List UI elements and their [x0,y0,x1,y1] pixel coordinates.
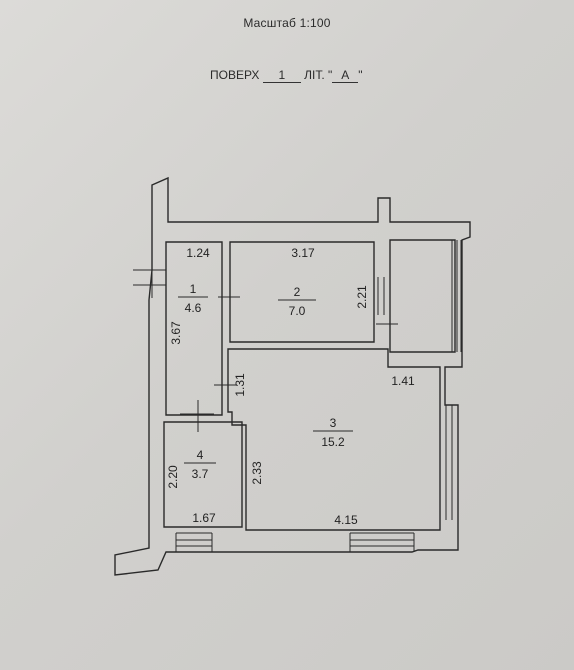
room-2-area: 7.0 [289,304,306,318]
room-4-number: 4 [197,448,204,462]
room-1-number: 1 [190,282,197,296]
room-4-area: 3.7 [192,467,209,481]
dimension-1-67: 1.67 [192,511,216,525]
room-3-walls [227,348,441,531]
floor-label: ПОВЕРХ [210,68,260,82]
dimension-2-33: 2.33 [250,461,264,485]
litera-label: ЛІТ. " [304,68,333,82]
dimension-4-15: 4.15 [334,513,358,527]
room-2-number: 2 [294,285,301,299]
room-4-walls [163,421,243,528]
room-3-number: 3 [330,416,337,430]
balcony [389,239,456,353]
dimension-3-17: 3.17 [291,246,315,260]
floor-number: 1 [262,68,301,83]
outer-wall [114,176,471,576]
floor-heading: ПОВЕРХ 1 ЛІТ. "А" [210,68,363,83]
room-3-area: 15.2 [321,435,345,449]
room-1-area: 4.6 [185,301,202,315]
dimension-1-24: 1.24 [186,246,210,260]
dimension-1-41: 1.41 [391,374,415,388]
dimension-1-31: 1.31 [233,373,247,397]
dimension-3-67: 3.67 [169,321,183,345]
inner-wall [165,241,223,416]
room-2-walls [229,241,375,343]
dimension-2-21: 2.21 [355,285,369,309]
litera-value: А [332,68,359,83]
scale-label: Масштаб 1:100 [243,16,331,30]
dimension-2-20: 2.20 [166,465,180,489]
litera-close: " [358,68,363,82]
